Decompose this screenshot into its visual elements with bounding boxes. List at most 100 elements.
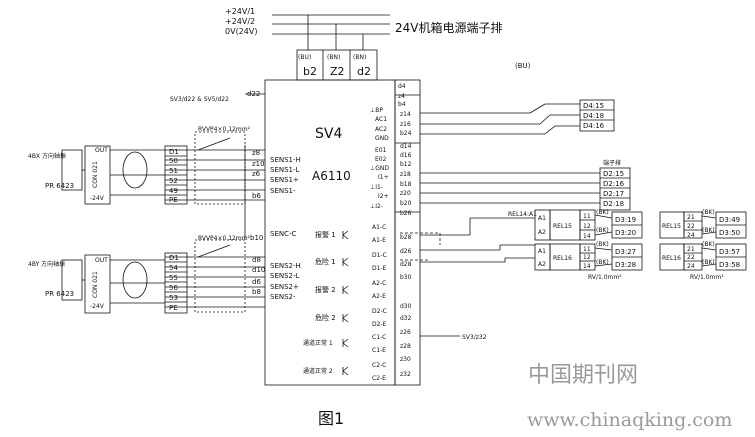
s1-row-2: 51 xyxy=(169,167,178,175)
relay-label-4: 危险 2 xyxy=(315,313,336,322)
relay-label-3: 报警 2 xyxy=(315,285,336,294)
rb3-term-0: D3:49 xyxy=(719,216,740,224)
s1-row-1: 50 xyxy=(169,157,178,165)
sensor2-voltage: -24V xyxy=(90,303,105,310)
s2-row-4: 53 xyxy=(169,294,178,302)
sig-sens2-l: SENS2-L xyxy=(270,272,300,280)
r-pin-2: b24 xyxy=(400,130,412,137)
cable1-label: RVVP4×0.12mm² xyxy=(198,126,251,133)
rb2-term-0: D3:27 xyxy=(615,248,636,256)
pin-d6: d6 xyxy=(252,278,261,286)
rb2-num-2: 14 xyxy=(583,263,591,270)
s2-row-0: D1 xyxy=(169,254,179,262)
rb2-name: REL16 xyxy=(553,255,572,262)
rb3-color-1: (BK) xyxy=(702,227,715,234)
relay-p1-3: A2-C xyxy=(372,280,386,287)
rb3-num-1: 22 xyxy=(687,223,695,230)
relay-p2-3: A2-E xyxy=(372,293,386,300)
relay-pin-7: z28 xyxy=(400,343,411,350)
r-label-9: ⊥GND xyxy=(370,165,389,172)
relay-pin-9: z32 xyxy=(400,371,411,378)
r-pin-10: b26 xyxy=(400,210,412,217)
bu-label: (BU) xyxy=(515,62,531,70)
watermark-url: www.chinaqking.com xyxy=(527,409,732,431)
r-label-0: d4 xyxy=(398,83,406,90)
sensor2-model: PR 6423 xyxy=(45,290,74,298)
sensor2-title: 4BY 方向轴振 xyxy=(28,260,65,268)
relay-pin-6: z26 xyxy=(400,329,411,336)
d2-term-0: D2:15 xyxy=(603,170,624,178)
rb1-term-1: D3:20 xyxy=(615,229,636,237)
r-label-8: E02 xyxy=(375,156,387,163)
rb4-term-1: D3:58 xyxy=(719,261,740,269)
rb4-num-1: 22 xyxy=(687,254,695,261)
s1-row-5: PE xyxy=(169,196,178,204)
rail-label-3: 0V(24V) xyxy=(225,27,257,36)
r-label-3: ⊥BP xyxy=(370,107,383,114)
r-label-7: E01 xyxy=(375,147,387,154)
relay-p2-4: D2-E xyxy=(372,321,387,328)
r-label-13: ⊥I2- xyxy=(370,203,383,210)
relay-pin-4: d30 xyxy=(400,303,412,310)
d2-terminal-block xyxy=(599,167,631,211)
cable2-label: RVVP4×0.12mm² xyxy=(198,235,251,242)
sensor2-converter xyxy=(84,254,111,314)
s2-row-1: 54 xyxy=(169,264,178,272)
s2-row-3: 56 xyxy=(169,284,178,292)
relay-pin-8: z30 xyxy=(400,356,411,363)
sig-sens2-m: SENS2- xyxy=(270,293,296,301)
sensor2-con: CON 021 xyxy=(92,271,99,298)
relay-p2-5: C1-E xyxy=(372,347,386,354)
r-label-1: z4 xyxy=(398,93,405,100)
relay-label-5: 通道正常 1 xyxy=(303,339,333,347)
r-pin-9: b20 xyxy=(400,200,412,207)
d4-term-0: D4:15 xyxy=(583,102,604,110)
rb4-term-0: D3:57 xyxy=(719,248,740,256)
sig-sens2-h: SENS2-H xyxy=(270,262,301,270)
pin-b8: b8 xyxy=(252,288,261,296)
sensor1-model: PR 6423 xyxy=(45,182,74,190)
rb1-pin-1: A2 xyxy=(538,229,546,236)
rb3-term-1: D3:50 xyxy=(719,229,740,237)
d2-term-1: D2:16 xyxy=(603,180,625,188)
d4-terminal-block xyxy=(579,99,615,132)
rb2-color-1: (BK) xyxy=(596,259,609,266)
figure-caption: 图1 xyxy=(318,409,344,428)
top-terminal-color-1: (BU) xyxy=(298,54,311,61)
relay-label-2: 危险 1 xyxy=(315,257,336,266)
rb3-name: REL15 xyxy=(662,223,681,230)
sig-sens1-m: SENS1- xyxy=(270,187,296,195)
pin-b6: b6 xyxy=(252,192,261,200)
module-name: SV4 xyxy=(315,126,342,142)
relay-pin-3: b30 xyxy=(400,274,412,281)
top-terminal-color-2: (BN) xyxy=(327,54,340,61)
supply-title: 24V机箱电源端子排 xyxy=(395,20,502,35)
rb2-color-0: (BK) xyxy=(596,241,609,248)
rb1-color-1: (BK) xyxy=(596,227,609,234)
rb4-color-0: (BK) xyxy=(702,241,715,248)
relay-pin-0: b28 xyxy=(400,234,412,241)
r-label-11: ⊥I1- xyxy=(370,184,383,191)
top-terminal-color-3: (BN) xyxy=(353,54,366,61)
r-label-12: I2+ xyxy=(378,193,389,200)
sensor2-out: OUT xyxy=(95,257,108,264)
relay-label-1: 报警 1 xyxy=(315,230,336,239)
s1-row-0: D1 xyxy=(169,148,179,156)
rv-label-1: RV/1.0mm² xyxy=(588,274,622,281)
rel14-label: REL14:A1 xyxy=(508,211,537,218)
sensor1-con: CON 021 xyxy=(92,161,99,188)
relay-p1-6: C2-C xyxy=(372,362,386,369)
relay-p1-4: D2-C xyxy=(372,308,387,315)
rb3-num-0: 21 xyxy=(687,214,695,221)
sensor1-out: OUT xyxy=(95,147,108,154)
rb2-pin-0: A1 xyxy=(538,248,546,255)
rb1-num-0: 11 xyxy=(583,213,591,220)
r-pin-7: b18 xyxy=(400,181,412,188)
relay-pin-2: d28 xyxy=(400,261,412,268)
rb1-num-1: 12 xyxy=(583,223,591,230)
r-pin-1: z16 xyxy=(400,121,411,128)
rb1-term-0: D3:19 xyxy=(615,216,636,224)
d2-term-2: D2:17 xyxy=(603,190,624,198)
rb4-color-1: (BK) xyxy=(702,259,715,266)
rb1-color-0: (BK) xyxy=(596,209,609,216)
